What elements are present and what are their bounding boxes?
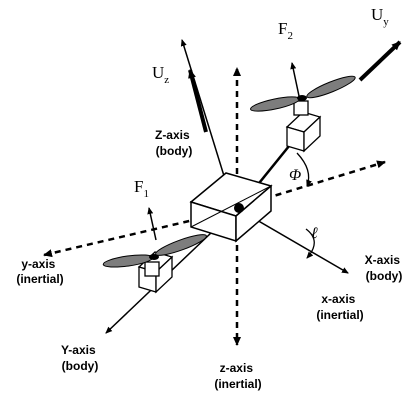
rotor-1 <box>102 234 207 294</box>
uy-label: Uy <box>371 5 389 28</box>
z-body-label: Z-axis (body) <box>155 128 193 158</box>
quadrotor-body <box>189 172 273 243</box>
origin-dot <box>234 203 244 213</box>
uy-force-arrow <box>358 40 402 82</box>
f2-force-arrow <box>290 62 300 97</box>
y-body-label: Y-axis (body) <box>61 343 99 373</box>
uz-force-arrow <box>188 69 208 133</box>
rotor-1-blade-right <box>155 234 207 256</box>
phi-label: Φ <box>289 167 301 184</box>
body-x-axis <box>242 211 349 274</box>
f1-force-arrow <box>147 207 157 241</box>
x-body-label: X-axis (body) <box>365 253 404 283</box>
ell-arc <box>305 228 315 259</box>
f2-label: F2 <box>278 19 293 42</box>
z-inertial-label: z-axis (inertial) <box>214 361 261 391</box>
rotor-2-blade-left <box>250 96 300 112</box>
phi-arc <box>296 152 312 187</box>
rotor-2 <box>250 75 356 153</box>
x-inertial-label: x-axis (inertial) <box>316 292 363 322</box>
y-inertial-label: y-axis (inertial) <box>16 257 63 286</box>
ell-label: ℓ <box>311 225 318 242</box>
uz-label: Uz <box>152 63 169 86</box>
f1-label: F1 <box>134 177 149 200</box>
rotor-2-blade-right <box>306 75 356 99</box>
